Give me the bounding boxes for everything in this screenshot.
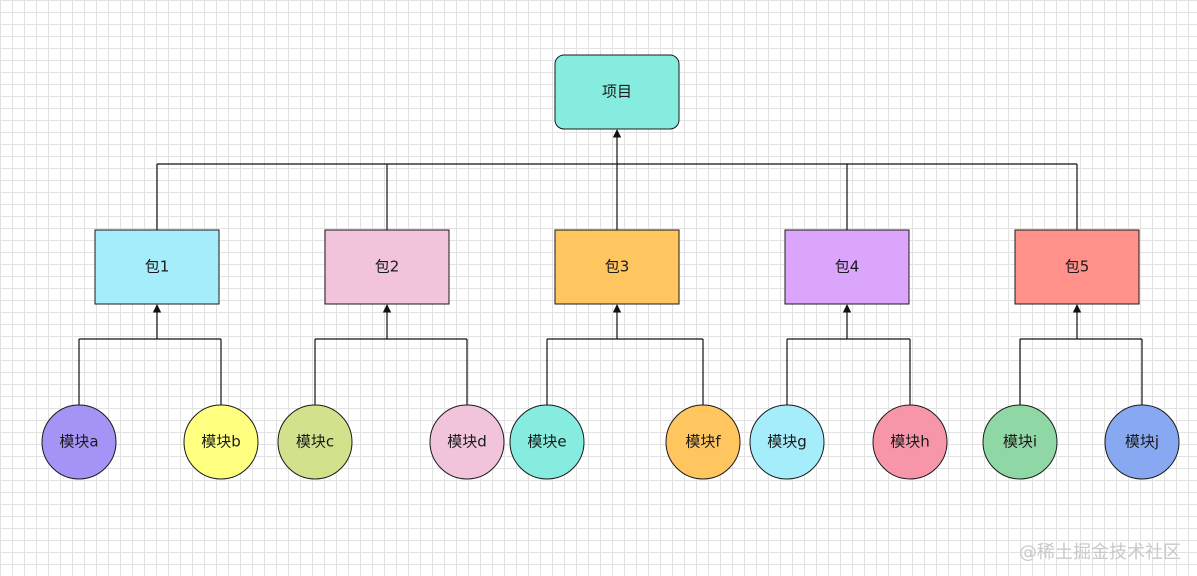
module-label: 模块h	[890, 433, 930, 451]
module-label: 模块f	[685, 433, 721, 451]
module-label: 模块g	[767, 433, 807, 451]
package-node	[1014, 229, 1140, 305]
package-node	[784, 229, 910, 305]
module-label: 模块a	[59, 433, 98, 451]
module-node	[982, 404, 1058, 480]
connector-lines	[78, 129, 1143, 405]
module-node	[1104, 404, 1180, 480]
package-node	[554, 229, 680, 305]
module-node	[872, 404, 948, 480]
package-label: 包5	[1065, 258, 1090, 276]
module-label: 模块d	[447, 433, 487, 451]
package-label: 包2	[375, 258, 400, 276]
package-node	[324, 229, 450, 305]
root-node-label: 项目	[602, 83, 632, 101]
package-label: 包4	[835, 258, 860, 276]
module-label: 模块j	[1125, 433, 1159, 451]
package-label: 包1	[145, 258, 170, 276]
watermark: @稀土掘金技术社区	[1019, 542, 1181, 563]
module-label: 模块e	[527, 433, 566, 451]
module-node	[41, 404, 117, 480]
root-node	[554, 54, 680, 130]
module-node	[665, 404, 741, 480]
module-label: 模块c	[296, 433, 334, 451]
module-node	[277, 404, 353, 480]
module-label: 模块i	[1003, 433, 1037, 451]
module-node	[509, 404, 585, 480]
module-node	[429, 404, 505, 480]
module-node	[183, 404, 259, 480]
module-node	[749, 404, 825, 480]
package-node	[94, 229, 220, 305]
package-label: 包3	[605, 258, 630, 276]
module-label: 模块b	[201, 433, 241, 451]
